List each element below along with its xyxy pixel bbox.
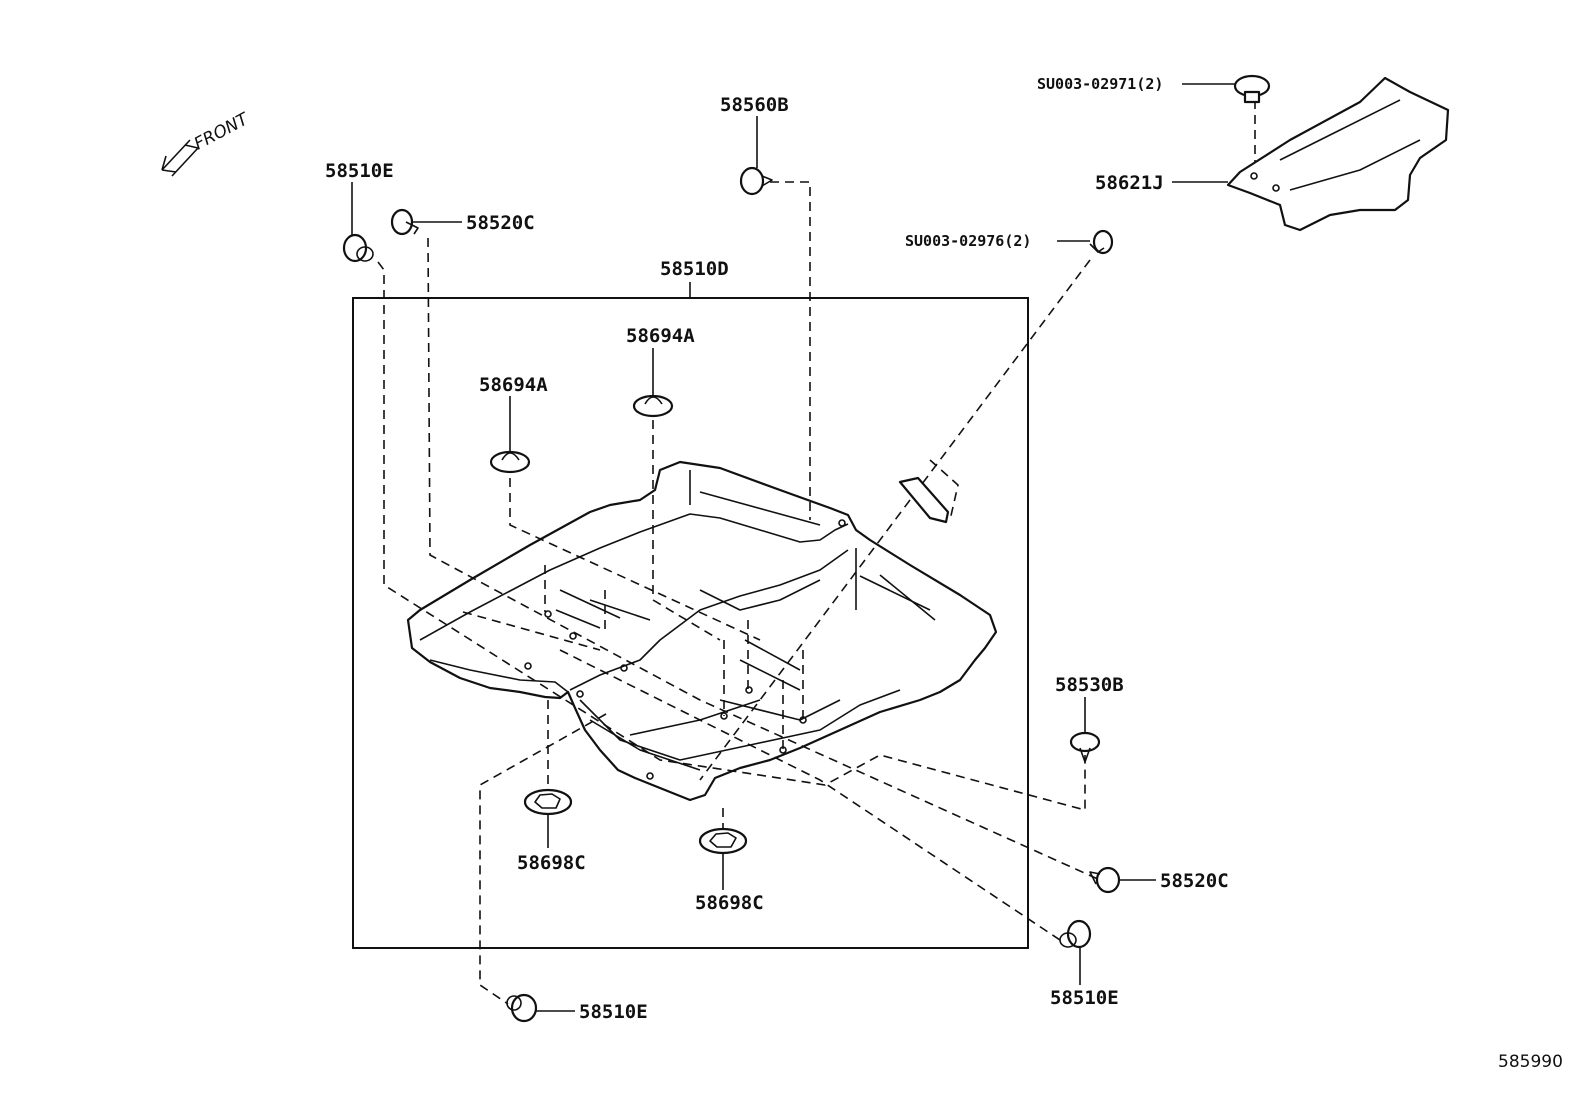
diagram-id: 585990 (1498, 1052, 1563, 1072)
callout-58520C-bottom: 58520C (1160, 870, 1229, 892)
callout-58510E-bottom-left: 58510E (579, 1001, 648, 1023)
pad-58698C-left-icon (523, 788, 573, 816)
clip-58510E-bottom-right-icon (1059, 919, 1092, 949)
pad-58698C-center-icon (698, 827, 748, 855)
callout-lines (351, 83, 1238, 1012)
clip-SU003-02976-icon (1089, 229, 1114, 255)
front-arrow-icon (161, 139, 199, 177)
clip-58560B-icon (739, 166, 773, 196)
plate-icon (898, 476, 950, 524)
callout-58694A-upper: 58694A (626, 325, 695, 347)
callout-58621J: 58621J (1095, 172, 1164, 194)
bracket-58621J-icon (1226, 76, 1450, 232)
callout-58510D: 58510D (660, 258, 729, 280)
clip-58520C-bottom-icon (1089, 866, 1121, 894)
callout-58520C-top: 58520C (466, 212, 535, 234)
clip-58530B-icon (1069, 731, 1101, 763)
clip-58510E-top-icon (342, 233, 374, 263)
floor-mat (406, 460, 998, 802)
callout-58698C-center: 58698C (695, 892, 764, 914)
leader-lines (377, 100, 1277, 1005)
callout-58694A-lower: 58694A (479, 374, 548, 396)
callout-58510E-bottom-right: 58510E (1050, 987, 1119, 1009)
clip-58520C-top-icon (390, 208, 419, 236)
callout-SU003-02976: SU003-02976(2) (905, 232, 1031, 250)
grommet-58694A-lower-icon (489, 450, 531, 474)
clip-58510E-bottom-left-icon (506, 993, 538, 1023)
front-label: FRONT (191, 109, 253, 155)
callout-SU003-02971: SU003-02971(2) (1037, 75, 1163, 93)
callout-58560B: 58560B (720, 94, 789, 116)
clip-SU003-02971-icon (1233, 74, 1271, 104)
callout-58530B: 58530B (1055, 674, 1124, 696)
callout-58510E-top: 58510E (325, 160, 394, 182)
grommet-58694A-upper-icon (632, 394, 674, 418)
callout-58698C-left: 58698C (517, 852, 586, 874)
